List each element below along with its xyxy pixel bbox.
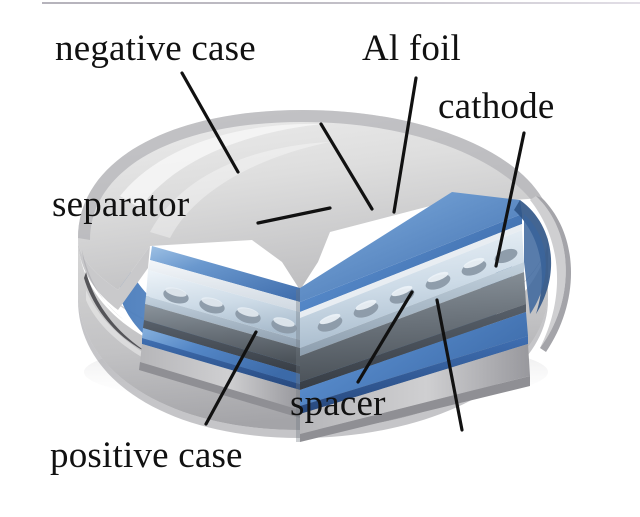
al-foil-leader <box>392 76 418 214</box>
label-cathode: cathode <box>438 86 555 127</box>
label-spacer: spacer <box>290 383 386 424</box>
spacer-dimple-highlights-left <box>165 287 295 327</box>
layer-stack-right-wing <box>300 192 530 442</box>
wedge-notch-front <box>296 288 300 442</box>
cut-inner-curved-wall <box>514 196 572 352</box>
positive-case-leader <box>204 330 258 426</box>
top-divider-rule <box>42 2 640 4</box>
leader-lines <box>180 71 526 432</box>
label-negative-case: negative case <box>55 28 256 69</box>
label-al-foil: Al foil <box>362 28 462 69</box>
spacer-dimple-highlights-right <box>319 257 485 325</box>
anode-leader <box>435 298 464 432</box>
cathode-leader <box>494 131 526 268</box>
layer-stack-left-wing <box>139 246 300 418</box>
separator-leader <box>256 206 332 225</box>
spacer-leader <box>356 290 414 384</box>
label-positive-case: positive case <box>50 435 243 476</box>
separator-leader-2 <box>319 122 374 211</box>
negative-case-leader <box>180 71 240 174</box>
label-separator: separator <box>52 184 190 225</box>
